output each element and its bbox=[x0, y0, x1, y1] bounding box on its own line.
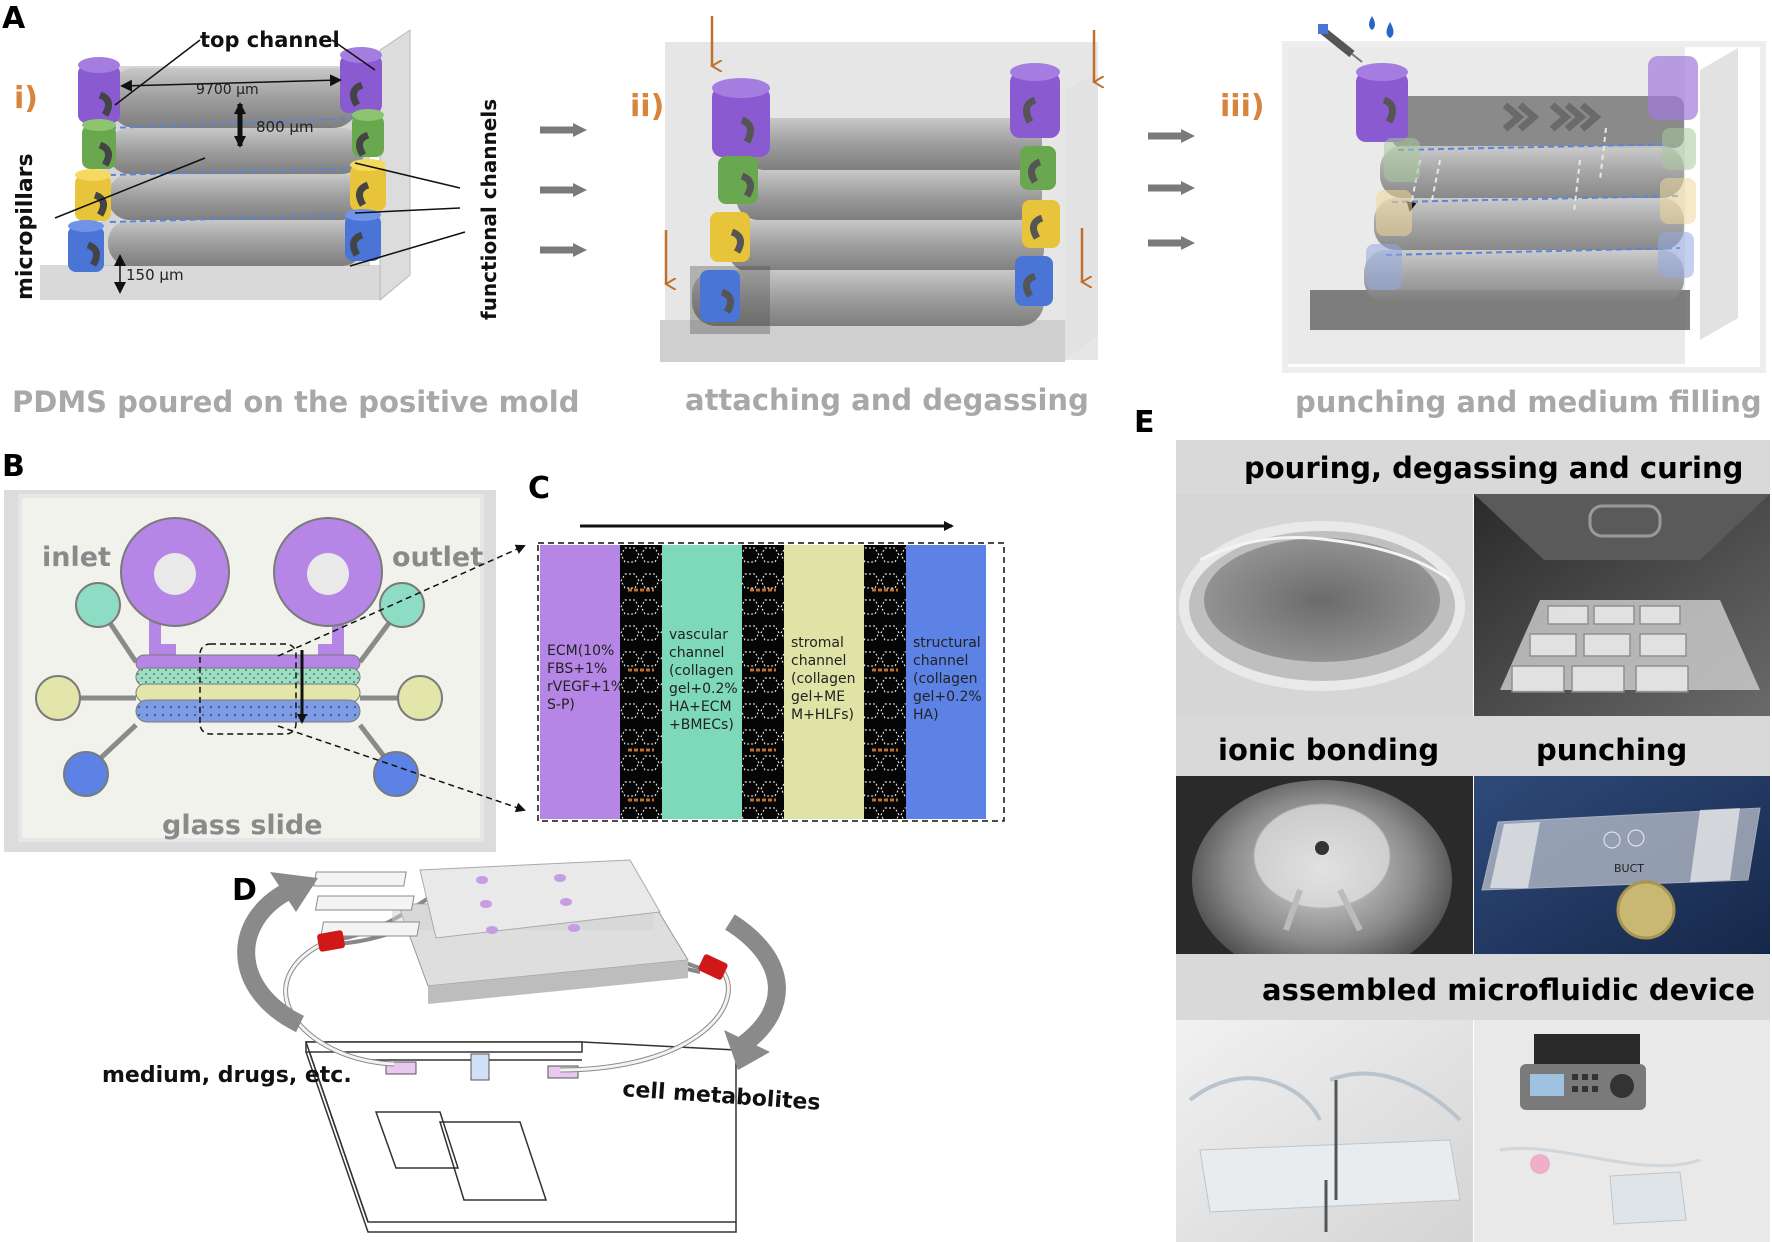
channel-column-4 bbox=[906, 545, 986, 819]
label-ionic-bonding: ionic bonding bbox=[1218, 733, 1439, 767]
caption-step1: PDMS poured on the positive mold bbox=[12, 385, 579, 419]
label-gap: 150 μm bbox=[126, 266, 184, 284]
channel-column-3 bbox=[784, 545, 864, 819]
label-top-channel: top channel bbox=[200, 28, 340, 52]
label-height: 800 μm bbox=[256, 118, 314, 136]
panel-label-b: B bbox=[2, 449, 25, 484]
micropillar-strip-2 bbox=[742, 545, 784, 819]
label-pouring-curing: pouring, degassing and curing bbox=[1244, 451, 1743, 485]
step-arrows-2 bbox=[1148, 129, 1195, 250]
panel-label-c: C bbox=[528, 471, 550, 506]
panel-a-step2-diagram bbox=[660, 16, 1098, 362]
label-assembled-device: assembled microfluidic device bbox=[1262, 973, 1755, 1007]
caption-step3: punching and medium filling bbox=[1295, 385, 1762, 419]
panel-a-step1-diagram bbox=[40, 29, 466, 302]
step-label-iii: iii) bbox=[1220, 89, 1265, 124]
label-inlet: inlet bbox=[42, 542, 111, 573]
step-arrows-1 bbox=[540, 123, 587, 257]
label-width: 9700 μm bbox=[196, 82, 259, 98]
panel-e-photos bbox=[1176, 440, 1770, 1242]
panel-a-step3-diagram bbox=[1282, 16, 1766, 373]
chip-label: BUCT bbox=[1614, 862, 1644, 875]
panel-label-d: D bbox=[232, 873, 257, 908]
label-functional-channels: functional channels bbox=[477, 99, 501, 320]
panel-label-e: E bbox=[1134, 405, 1155, 440]
zoom-arrows bbox=[277, 544, 526, 813]
step-label-ii: ii) bbox=[630, 89, 664, 124]
caption-step2: attaching and degassing bbox=[685, 383, 1089, 417]
micropillar-strip-1 bbox=[620, 545, 662, 819]
label-punching: punching bbox=[1536, 733, 1687, 767]
micropillar-strip-3 bbox=[864, 545, 906, 819]
channel-label-1: ECM(10%FBS+1%rVEGF+1%S-P) bbox=[547, 643, 624, 713]
label-outlet: outlet bbox=[392, 542, 483, 573]
panel-b-chip-diagram bbox=[4, 490, 496, 852]
step-label-i: i) bbox=[14, 81, 38, 116]
panel-d-perfusion-diagram bbox=[237, 859, 786, 1233]
channel-column-2 bbox=[662, 545, 742, 819]
label-micropillars: micropillars bbox=[13, 153, 38, 300]
channel-column-1 bbox=[540, 545, 620, 819]
label-glass-slide: glass slide bbox=[162, 810, 323, 841]
label-medium-drugs: medium, drugs, etc. bbox=[102, 1063, 352, 1088]
panel-label-a: A bbox=[2, 1, 26, 36]
